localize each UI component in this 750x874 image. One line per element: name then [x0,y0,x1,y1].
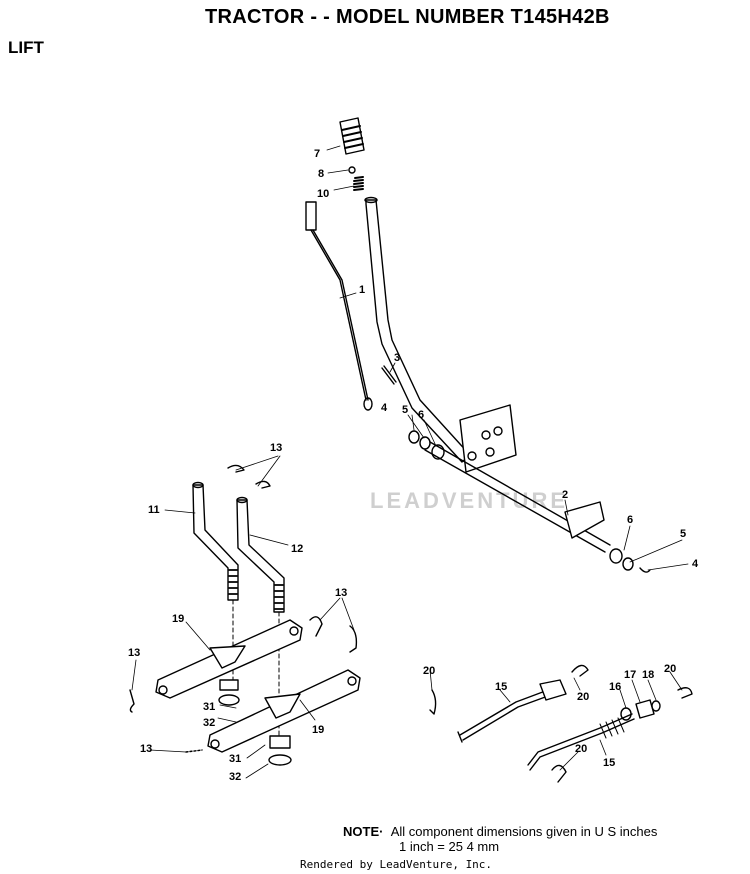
callout-7: 7 [314,148,320,160]
callout-31a: 31 [203,701,215,713]
lift-lever-tube [365,199,471,463]
callout-16: 16 [609,681,621,693]
release-rod [305,201,373,411]
callout-1: 1 [359,284,365,296]
detent-spring [353,176,364,191]
callout-19b: 19 [312,724,324,736]
callout-20b: 20 [664,663,676,675]
shift-rod-lower [527,713,635,771]
callout-13a: 13 [270,442,282,454]
lift-arm [564,501,605,539]
callout-13c: 13 [128,647,140,659]
callout-10: 10 [317,188,329,200]
note-line-1: All component dimensions given in U S in… [390,824,658,839]
callout-15a: 15 [495,681,507,693]
callout-6a: 6 [418,409,424,421]
callout-12: 12 [291,543,303,555]
callout-4b: 4 [692,558,699,570]
callout-18: 18 [642,669,654,681]
callout-17: 17 [624,669,636,681]
callout-19a: 19 [172,613,184,625]
section-title: LIFT [8,38,44,57]
dimension-note: NOTE· All component dimensions given in … [343,824,657,854]
callout-3: 3 [394,352,400,364]
callout-11: 11 [148,504,160,516]
callout-6b: 6 [627,514,633,526]
callout-20d: 20 [575,743,587,755]
detent-ball [348,166,356,174]
callout-32b: 32 [229,771,241,783]
lift-link-right [236,499,285,613]
note-line-2: 1 inch = 25 4 mm [399,839,500,854]
callout-labels: 7 8 10 1 3 4 5 6 13 2 11 6 12 5 4 13 19 … [128,148,699,783]
callout-20c: 20 [577,691,589,703]
callout-5b: 5 [680,528,686,540]
footer-credit: Rendered by LeadVenture, Inc. [300,858,493,871]
callout-20a: 20 [423,665,435,677]
clevis-pin [381,365,397,385]
callout-31b: 31 [229,753,241,765]
lift-link-left [192,484,239,601]
callout-8: 8 [318,168,324,180]
shift-rod-upper [459,689,549,741]
page-title: TRACTOR - - MODEL NUMBER T145H42B [205,6,610,28]
callout-4a: 4 [381,402,388,414]
note-label: NOTE· [343,824,384,839]
handle-grip [339,117,365,155]
callout-15b: 15 [603,757,615,769]
callout-2: 2 [562,489,568,501]
lift-shaft [424,441,611,553]
callout-32a: 32 [203,717,215,729]
callout-13d: 13 [140,743,152,755]
callout-13b: 13 [335,587,347,599]
callout-5a: 5 [402,404,408,416]
